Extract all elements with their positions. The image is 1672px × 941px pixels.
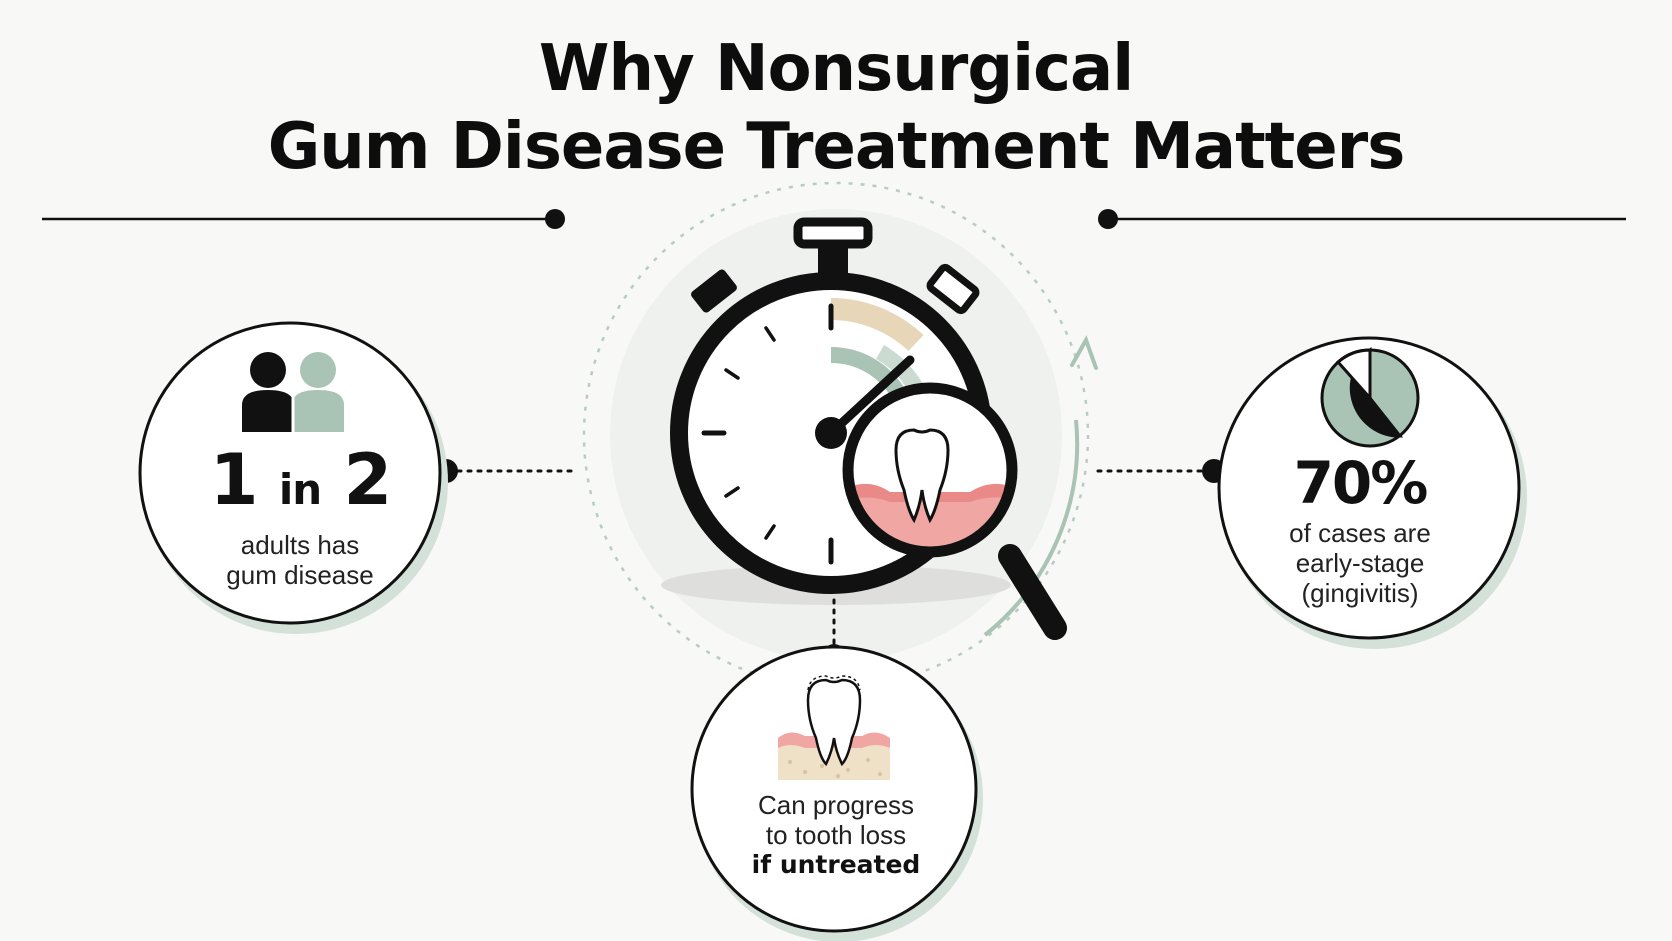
stat-left-caption-1: adults has xyxy=(240,530,360,560)
stat-circle-bottom xyxy=(690,645,983,941)
stat-left-caption-2: gum disease xyxy=(226,560,374,590)
stat-bottom-caption-1: Can progress xyxy=(757,790,915,820)
stat-circle-right xyxy=(1217,336,1527,649)
stat-right: 70% of cases are early-stage (gingivitis… xyxy=(1230,448,1490,608)
stat-bottom-caption-bold: if untreated xyxy=(751,850,921,879)
title-line-2: Gum Disease Treatment Matters xyxy=(267,110,1406,184)
stat-circle-left xyxy=(138,321,448,634)
stat-left-connector: in xyxy=(278,465,322,514)
title-line-1: Why Nonsurgical xyxy=(538,32,1134,106)
stat-bottom: Can progress to tooth loss if untreated xyxy=(720,790,952,880)
tooth-gum-icon xyxy=(778,675,890,780)
stat-left: 1 in 2 adults has gum disease xyxy=(170,440,430,590)
stopwatch-magnifier-tooth-icon xyxy=(670,217,1067,640)
title-divider xyxy=(42,209,1626,229)
stat-left-value: 1 in 2 xyxy=(170,440,430,530)
stat-left-number-a: 1 xyxy=(209,439,259,521)
stat-bottom-caption-2: to tooth loss xyxy=(765,820,907,850)
page-title: Why Nonsurgical Gum Disease Treatment Ma… xyxy=(0,30,1672,186)
stat-right-caption-1: of cases are xyxy=(1289,518,1431,548)
connector-left xyxy=(434,459,577,483)
stat-right-caption-2: early-stage xyxy=(1295,548,1425,578)
pie-chart-icon xyxy=(1320,346,1420,448)
stat-right-caption-3: (gingivitis) xyxy=(1301,578,1419,608)
people-icon xyxy=(242,352,344,432)
stat-left-number-b: 2 xyxy=(343,439,393,521)
stat-right-value: 70% xyxy=(1293,449,1429,517)
connector-right xyxy=(1096,459,1226,483)
